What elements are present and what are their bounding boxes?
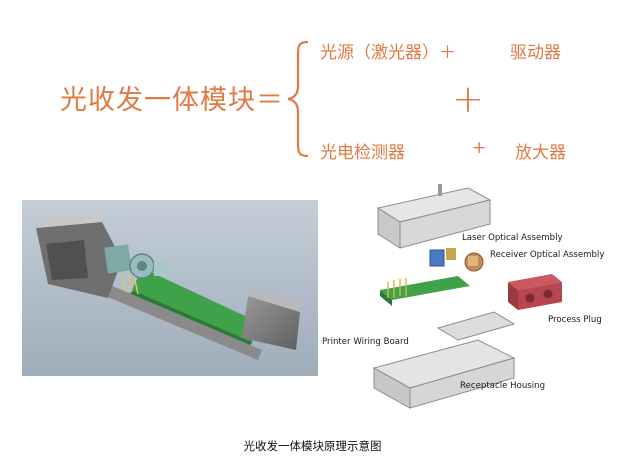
label-receiver-optical-assembly: Receiver Optical Assembly [490,250,604,260]
formula-row1-driver: 驱动器 [510,43,561,63]
label-printer-wiring-board: Printer Wiring Board [322,337,409,347]
formula-row2-detector: 光电检测器 [320,143,405,163]
formula-row1-source: 光源（激光器）＋ [320,43,456,63]
formula-row2-amplifier: 放大器 [515,143,566,163]
figure-caption: 光收发一体模块原理示意图 [243,439,382,453]
formula-row2-plus: + [472,138,487,158]
label-receptacle-housing: Receptacle Housing [460,381,545,391]
formula-lhs: 光收发一体模块＝ [60,85,284,116]
label-laser-optical-assembly: Laser Optical Assembly [462,233,563,243]
label-process-plug: Process Plug [548,315,602,325]
exploded-view-diagram: Laser Optical Assembly Receiver Optical … [322,184,604,409]
formula-big-plus: + [452,77,484,121]
curly-brace [287,40,309,158]
module-3d-render [22,200,318,376]
